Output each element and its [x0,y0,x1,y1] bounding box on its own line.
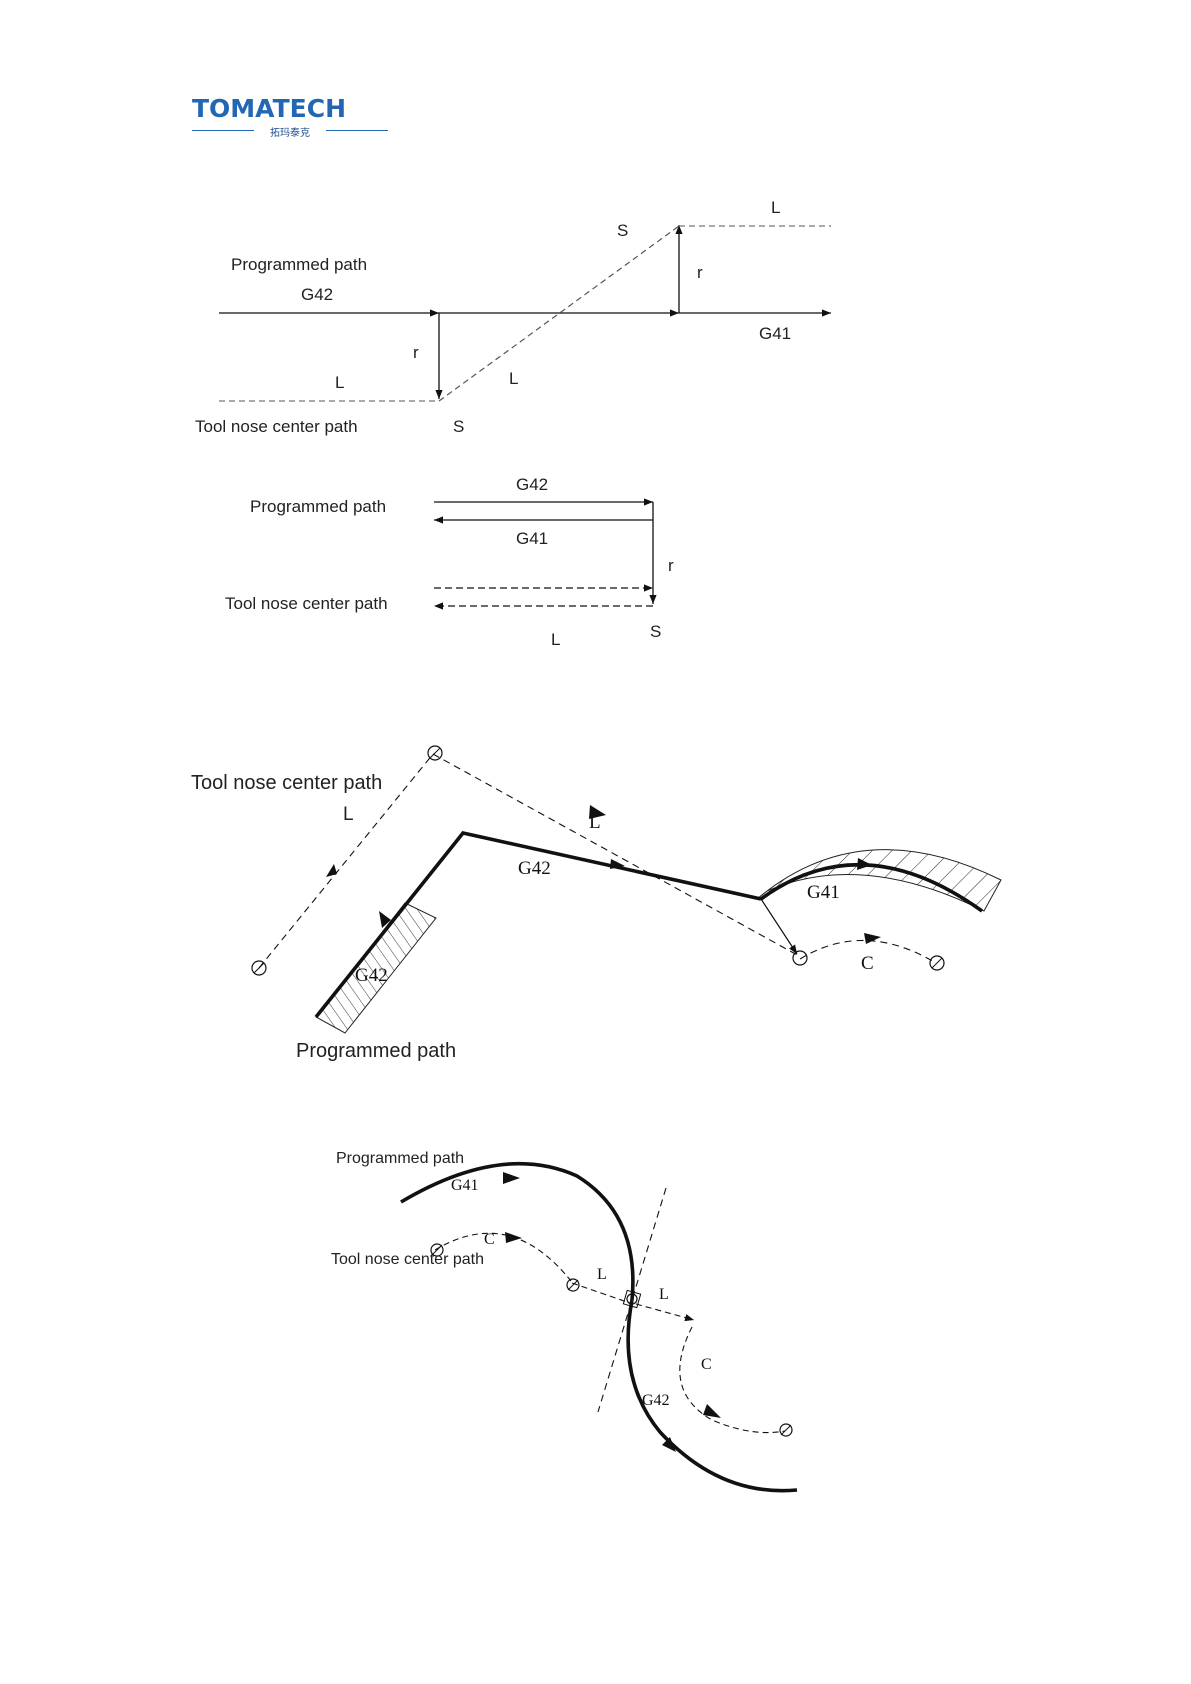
fig4-c-right-label: C [701,1356,712,1373]
fig2-s-label: S [650,622,661,641]
fig4-g42-label: G42 [642,1392,670,1409]
fig4-tool-path-arc-c2 [680,1327,785,1433]
fig1-r-left-label: r [413,343,419,362]
fig4-point-end-tick [781,1425,791,1435]
fig1-l-top-label: L [771,198,780,217]
fig4-l-left-label: L [597,1266,607,1283]
fig3-tool-path-2 [433,754,799,956]
fig3-g41-label: G41 [807,882,840,903]
fig3-programmed-path-label: Programmed path [296,1040,456,1062]
fig3-c-label: C [861,953,874,974]
fig2-programmed-path-label: Programmed path [250,497,386,516]
fig4-tool-path-arrow [505,1232,522,1243]
fig4-programmed-path-label: Programmed path [336,1150,464,1167]
fig3-g42-bottom-label: G42 [355,965,388,986]
fig4-l-right-label: L [659,1286,669,1303]
fig1-s-bottom-label: S [453,417,464,436]
figure-2-reversal: Programmed path G42 G41 Tool nose center… [225,475,674,649]
fig1-programmed-path-label: Programmed path [231,255,367,274]
fig2-g41-label: G41 [516,529,548,548]
figure-3-line-to-arc: Tool nose center path L L G42 G41 G42 C … [191,746,1001,1062]
fig1-r-right-label: r [697,263,703,282]
fig3-offset-vector [761,899,797,954]
fig3-g42-top-label: G42 [518,858,551,879]
fig2-l-label: L [551,630,560,649]
fig3-tool-nose-label: Tool nose center path [191,772,382,794]
fig3-arc-c-arrow [864,933,881,944]
fig3-point-corner [793,951,807,965]
fig3-point-end-tick [932,958,942,968]
fig3-point-start-tick [254,963,264,973]
fig1-g41-label: G41 [759,324,791,343]
figure-4-arc-to-arc: Programmed path G41 Tool nose center pat… [331,1150,797,1491]
fig2-tool-nose-label: Tool nose center path [225,594,388,613]
fig4-l-segment-left [572,1283,630,1303]
fig4-g41-label: G41 [451,1177,479,1194]
fig2-g42-label: G42 [516,475,548,494]
fig4-l-segment-right [636,1304,694,1320]
fig1-s-top-label: S [617,221,628,240]
fig1-l-diag-label: L [509,369,518,388]
fig4-c-top-label: C [484,1231,495,1248]
fig1-tool-nose-label: Tool nose center path [195,417,358,436]
fig1-g42-label: G42 [301,285,333,304]
figure-1-offset-change: Programmed path G42 G41 Tool nose center… [195,198,831,436]
fig4-tool-nose-label: Tool nose center path [331,1251,484,1268]
fig4-direction-arrow-1 [503,1172,520,1184]
fig3-tool-path-arrow [326,864,337,877]
fig3-l1-label: L [343,804,354,825]
fig1-l-left-label: L [335,373,344,392]
fig2-r-label: r [668,556,674,575]
fig3-l2-label: L [589,812,601,833]
